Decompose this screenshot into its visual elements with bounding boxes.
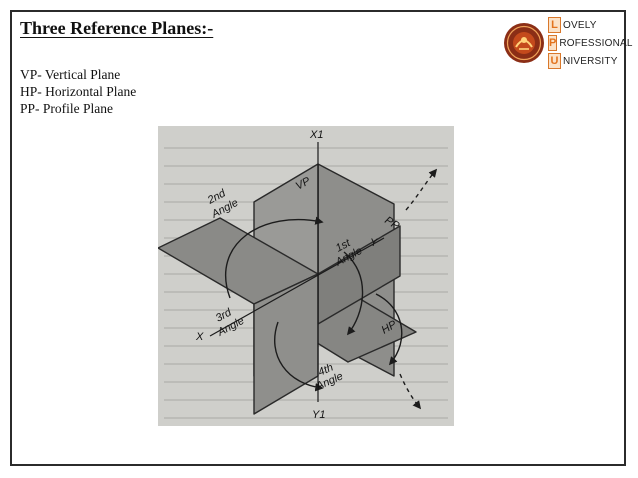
axis-label-y: Y <box>370 237 378 249</box>
horizontal-plane-definition: HP- Horizontal Plane <box>20 84 137 99</box>
wordmark-text: NIVERSITY <box>563 55 618 67</box>
profile-plane-definition: PP- Profile Plane <box>20 101 113 116</box>
vertical-plane-definition: VP- Vertical Plane <box>20 67 121 82</box>
wordmark-letter: P <box>548 35 558 51</box>
wordmark-row-university: U NIVERSITY <box>548 52 620 70</box>
rotation-arrow-right <box>343 251 364 336</box>
slide-title: Three Reference Planes:- <box>20 18 214 38</box>
university-emblem-icon <box>504 23 544 63</box>
rotation-arrow-upper-left <box>224 216 324 299</box>
wordmark-letter: U <box>548 53 561 69</box>
reference-planes-figure: X1 Y1 X Y VP PP HP 2nd Angle 1st Angle 3… <box>158 126 454 426</box>
wordmark-row-lovely: L OVELY <box>548 16 620 34</box>
plane-definition-list: VP- Vertical Plane HP- Horizontal Plane … <box>20 66 136 117</box>
university-logo: L OVELY P ROFESSIONAL U NIVERSITY <box>502 16 632 70</box>
rotation-arrow-lower-right <box>375 293 403 366</box>
university-wordmark: L OVELY P ROFESSIONAL U NIVERSITY <box>548 16 632 70</box>
wordmark-letter: L <box>548 17 561 33</box>
rotation-arrow-lower-left <box>273 321 324 392</box>
axis-label-x: X <box>195 331 204 343</box>
wordmark-text: ROFESSIONAL <box>559 37 633 49</box>
angle-label-fourth-number: 4th <box>316 362 335 379</box>
horizontal-axis-x-y <box>209 237 385 337</box>
axis-label-y1: Y1 <box>312 409 325 421</box>
dashed-arrow-bottom-right <box>399 373 422 410</box>
dashed-arrow-top-right <box>405 168 438 211</box>
wordmark-row-professional: P ROFESSIONAL <box>548 34 632 52</box>
axis-label-x1: X1 <box>309 129 323 141</box>
wordmark-text: OVELY <box>563 19 597 31</box>
